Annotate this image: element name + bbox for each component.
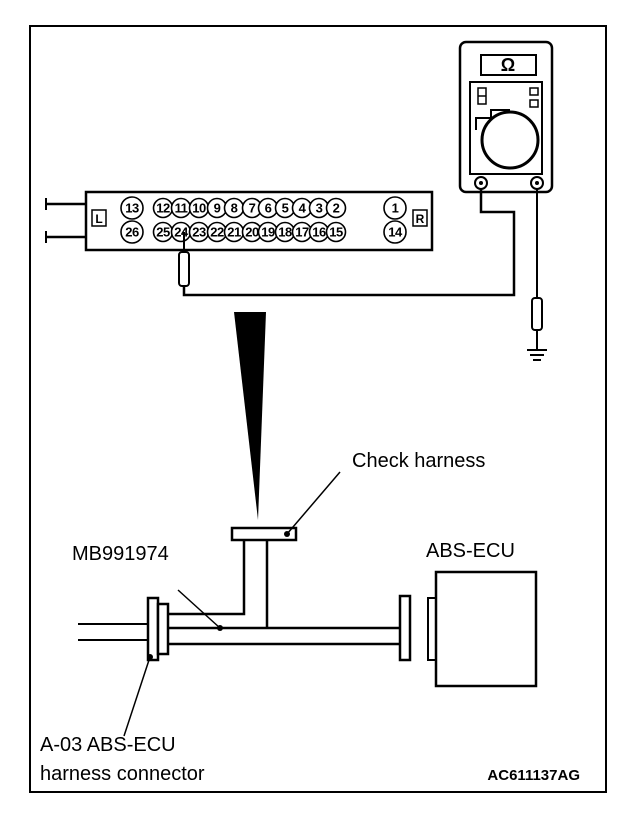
pin-number: 7 <box>249 201 256 216</box>
pin-number: 22 <box>210 225 224 240</box>
pin-circle <box>383 196 407 220</box>
pin-number: 8 <box>231 201 238 216</box>
pin-number: 25 <box>156 225 170 240</box>
pin-number: 13 <box>125 201 139 216</box>
connector-label-line1: A-03 ABS-ECU <box>40 734 176 756</box>
pin-number: 11 <box>175 201 188 216</box>
branch-harness <box>168 540 246 616</box>
check-harness-label: Check harness <box>352 450 485 472</box>
pin-number: 14 <box>388 225 403 240</box>
pin-number: 16 <box>312 225 326 240</box>
pin-number: 24 <box>174 225 189 240</box>
ohm-symbol: Ω <box>501 55 515 75</box>
pin-number: 2 <box>333 201 340 216</box>
pin-number: 12 <box>156 201 170 216</box>
pin-circle <box>325 221 347 243</box>
pin-circle <box>120 220 144 244</box>
leader-check-harness <box>286 471 341 535</box>
harness-connector-plate <box>146 596 160 662</box>
pin-circle <box>325 197 347 219</box>
figure-frame <box>29 25 607 793</box>
right-mark: R <box>416 212 425 226</box>
pin-number: 4 <box>299 201 307 216</box>
pin-number: 1 <box>392 201 399 216</box>
ohmmeter: Ω <box>458 40 554 194</box>
pin-number: 20 <box>245 225 259 240</box>
meter-indicator-icon <box>529 99 539 108</box>
connector-label-line2: harness connector <box>40 763 205 785</box>
leader-adapter <box>177 589 221 629</box>
pin-number: 9 <box>214 201 221 216</box>
pin-number: 23 <box>192 225 206 240</box>
ecu-connector-plate <box>398 594 412 662</box>
pin-number: 21 <box>227 225 241 240</box>
backprobe <box>178 232 190 287</box>
harness-connector-body <box>156 602 170 656</box>
test-lead-wire <box>182 189 516 297</box>
pin-number: 6 <box>265 201 272 216</box>
adapter-label: MB991974 <box>72 543 169 565</box>
check-harness-plate <box>230 526 298 542</box>
pin-circle <box>383 220 407 244</box>
pin-circle <box>120 196 144 220</box>
pin-number: 19 <box>261 225 275 240</box>
meter-dial-icon <box>480 110 540 170</box>
ground-icon <box>527 349 547 361</box>
pointer-wedge <box>234 312 266 520</box>
meter-indicator-icon <box>529 87 539 96</box>
ground-probe <box>531 297 543 331</box>
abs-ecu-box <box>434 570 538 688</box>
ecu-label: ABS-ECU <box>426 540 515 562</box>
pin-number: 17 <box>295 225 309 240</box>
leader-connector <box>123 656 151 737</box>
pin-number: 18 <box>278 225 292 240</box>
pin-number: 3 <box>316 201 323 216</box>
pin-number: 26 <box>125 225 139 240</box>
pin-number: 5 <box>282 201 289 216</box>
harness-assembly <box>78 526 538 688</box>
figure-id: AC611137AG <box>487 767 580 784</box>
meter-display <box>480 54 537 76</box>
left-mark: L <box>95 212 102 226</box>
pin-number: 15 <box>329 225 343 240</box>
pin-number: 10 <box>192 201 206 216</box>
